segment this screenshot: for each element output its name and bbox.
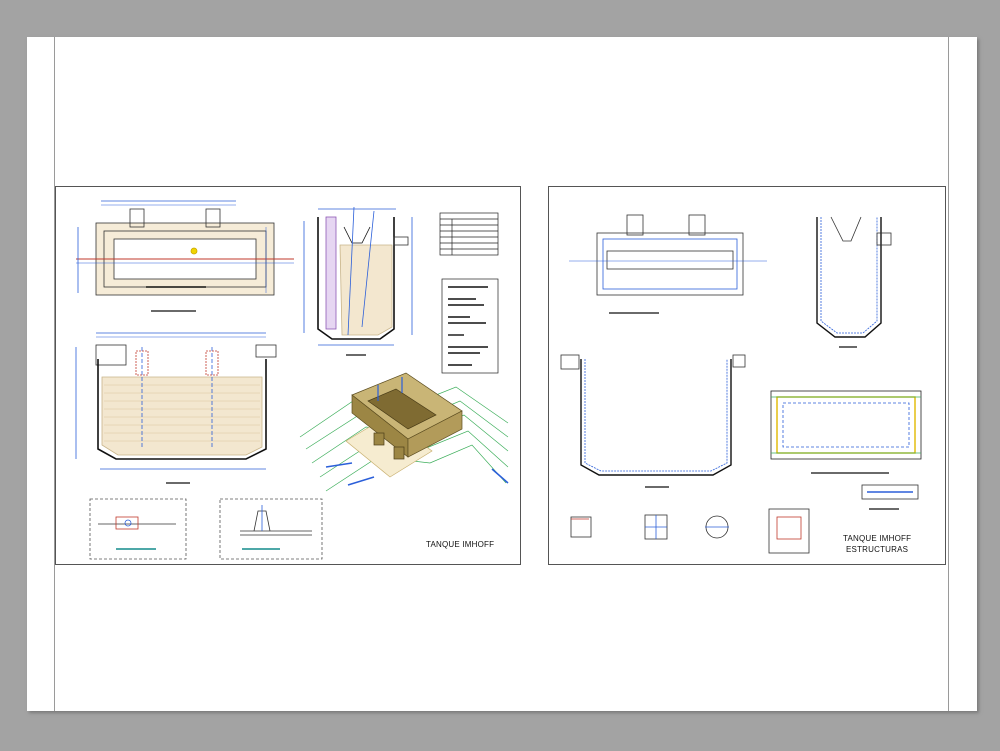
structural-plan [569, 214, 767, 314]
structural-transversal-section [816, 216, 892, 348]
sheet-title: TANQUE IMHOFF [426, 539, 494, 550]
sheet-structures[interactable]: TANQUE IMHOFF ESTRUCTURAS [548, 186, 946, 565]
transversal-section [303, 206, 413, 356]
longitudinal-section [75, 332, 277, 484]
legend-tables [439, 212, 499, 374]
plan-view [76, 200, 294, 312]
sheet-title: TANQUE IMHOFF ESTRUCTURAS [843, 533, 911, 555]
structural-details [570, 484, 919, 554]
roof-slab-plan [770, 390, 922, 474]
sheet-structures-drawing [560, 214, 922, 554]
paper-margin-right [948, 37, 949, 711]
structural-longitudinal-section [560, 354, 746, 488]
sheet-hydraulic-drawing [75, 200, 509, 560]
detail-boxes [89, 498, 323, 560]
sheet-title-line1: TANQUE IMHOFF [426, 540, 495, 549]
sheet-title-line2: ESTRUCTURAS [846, 545, 909, 554]
sheet-title-line1: TANQUE IMHOFF [843, 534, 912, 543]
paper-margin-left [54, 37, 55, 711]
sheet-hydraulic[interactable]: TANQUE IMHOFF [55, 186, 521, 565]
isometric-model [299, 372, 509, 492]
